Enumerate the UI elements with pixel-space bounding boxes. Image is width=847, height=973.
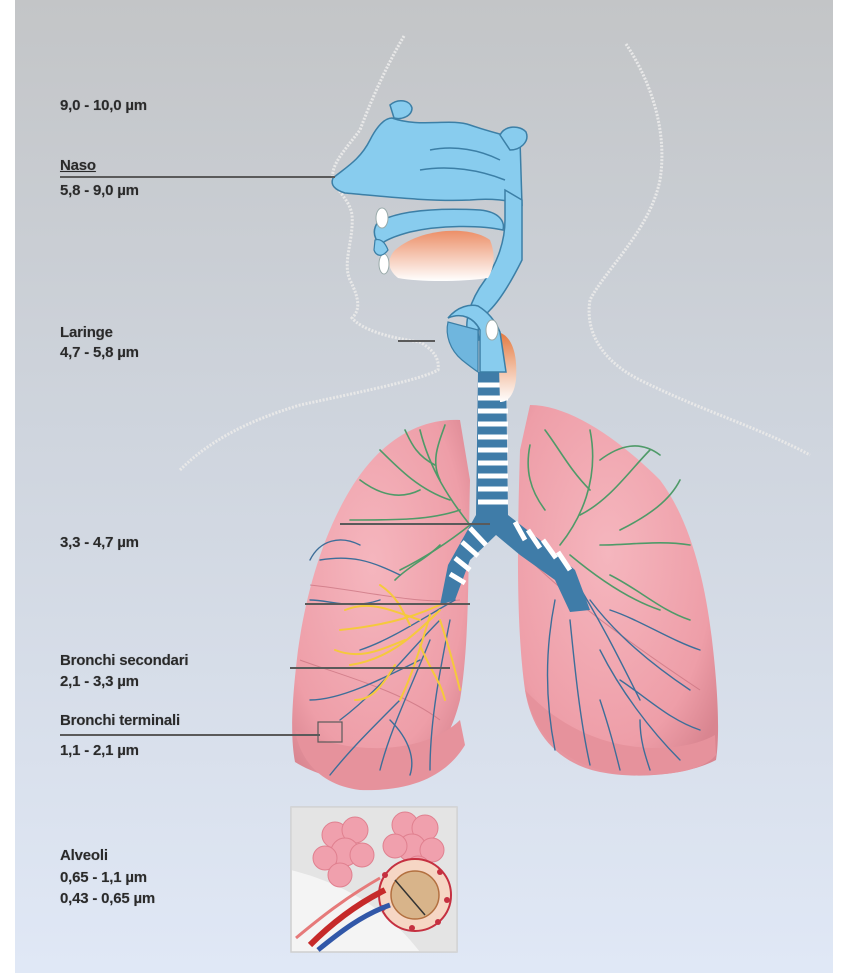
- label-bronchi-secondari-range: 2,1 - 3,3 µm: [60, 672, 139, 691]
- label-laringe: Laringe: [60, 323, 113, 342]
- label-naso: Naso: [60, 156, 96, 175]
- label-bronchi-terminali: Bronchi terminali: [60, 711, 180, 730]
- alveoli-inset: [291, 807, 457, 952]
- label-naso-range: 5,8 - 9,0 µm: [60, 181, 139, 200]
- label-laringe-range: 4,7 - 5,8 µm: [60, 343, 139, 362]
- label-range-top: 9,0 - 10,0 µm: [60, 96, 147, 115]
- label-alveoli-range-2: 0,43 - 0,65 µm: [60, 889, 155, 908]
- label-trachea-range: 3,3 - 4,7 µm: [60, 533, 139, 552]
- label-alveoli-range-1: 0,65 - 1,1 µm: [60, 868, 147, 887]
- label-bronchi-terminali-range: 1,1 - 2,1 µm: [60, 741, 139, 760]
- label-bronchi-secondari: Bronchi secondari: [60, 651, 188, 670]
- label-alveoli: Alveoli: [60, 846, 108, 865]
